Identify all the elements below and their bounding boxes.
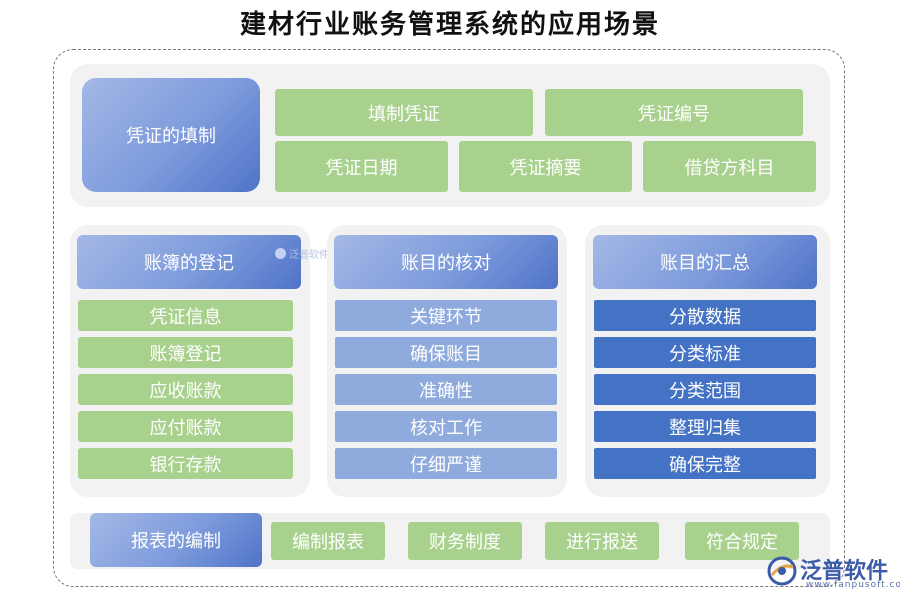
report-item: 财务制度 <box>408 522 522 560</box>
report-item: 编制报表 <box>271 522 385 560</box>
ledger-item: 银行存款 <box>78 448 293 479</box>
voucher-item: 凭证摘要 <box>459 141 632 192</box>
summary-item: 分类标准 <box>594 337 816 368</box>
ledger-item: 账簿登记 <box>78 337 293 368</box>
page-title: 建材行业账务管理系统的应用场景 <box>239 10 660 40</box>
ledger-item: 应付账款 <box>78 411 293 442</box>
summary-item: 确保完整 <box>594 448 816 479</box>
brand-logo: 泛普软件 www.fanpusoft.com <box>766 553 900 593</box>
logo-name: 泛普软件 <box>800 559 889 584</box>
fanpu-logo-icon <box>767 556 797 586</box>
report-item: 符合规定 <box>685 522 799 560</box>
watermark: 泛普软件 <box>275 246 333 261</box>
ledger-item: 凭证信息 <box>78 300 293 331</box>
outer-dashed-frame <box>53 49 845 587</box>
voucher-item: 凭证编号 <box>545 89 803 136</box>
check-head: 账目的核对 <box>334 235 558 289</box>
voucher-head: 凭证的填制 <box>82 78 260 192</box>
ledger-item: 应收账款 <box>78 374 293 405</box>
ledger-head: 账簿的登记 <box>77 235 301 289</box>
voucher-item: 凭证日期 <box>275 141 448 192</box>
watermark-logo-icon <box>275 247 286 259</box>
check-item: 仔细严谨 <box>335 448 557 479</box>
report-head: 报表的编制 <box>90 513 262 567</box>
voucher-item: 填制凭证 <box>275 89 533 136</box>
voucher-item: 借贷方科目 <box>643 141 816 192</box>
summary-item: 分类范围 <box>594 374 816 405</box>
summary-item: 整理归集 <box>594 411 816 442</box>
check-item: 准确性 <box>335 374 557 405</box>
check-item: 核对工作 <box>335 411 557 442</box>
summary-item: 分散数据 <box>594 300 816 331</box>
check-item: 关键环节 <box>335 300 557 331</box>
summary-head: 账目的汇总 <box>593 235 817 289</box>
watermark-text: 泛普软件 <box>289 249 329 261</box>
check-item: 确保账目 <box>335 337 557 368</box>
report-item: 进行报送 <box>545 522 659 560</box>
logo-url: www.fanpusoft.com <box>806 580 900 590</box>
